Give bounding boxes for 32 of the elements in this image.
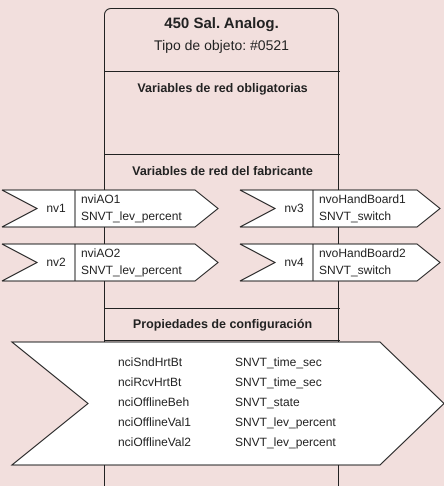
section-heading: Propiedades de configuración [132, 317, 314, 331]
variable-index: nv3 [283, 201, 305, 215]
variable-name: nvoHandBoard2 [319, 246, 406, 260]
configuration-property-block [12, 342, 444, 465]
property-type: SNVT_time_sec [235, 355, 322, 369]
variable-name: nviAO1 [81, 192, 120, 206]
variable-type: SNVT_switch [319, 263, 392, 277]
property-name: nciSndHrtBt [118, 355, 182, 369]
property-type: SNVT_state [235, 395, 300, 409]
variable-type: SNVT_switch [319, 209, 392, 223]
variable-type: SNVT_lev_percent [81, 209, 182, 223]
variable-name: nviAO2 [81, 246, 120, 260]
variable-index: nv4 [283, 255, 305, 269]
section-heading: Variables de red obligatorias [136, 81, 309, 95]
property-name: nciOfflineVal1 [118, 415, 191, 429]
network-variable-block [240, 190, 440, 227]
property-name: nciRcvHrtBt [118, 375, 182, 389]
property-name: nciOfflineVal2 [118, 435, 191, 449]
property-name: nciOfflineBeh [118, 395, 190, 409]
network-variable-block [240, 244, 440, 281]
section-heading: Variables de red del fabricante [131, 164, 314, 178]
variable-name: nvoHandBoard1 [319, 192, 406, 206]
property-type: SNVT_time_sec [235, 375, 322, 389]
network-variable-block [2, 190, 218, 227]
variable-index: nv2 [45, 255, 67, 269]
property-type: SNVT_lev_percent [235, 415, 336, 429]
variable-type: SNVT_lev_percent [81, 263, 182, 277]
variable-index: nv1 [45, 201, 67, 215]
property-type: SNVT_lev_percent [235, 435, 336, 449]
object-type-label: Tipo de objeto: #0521 [153, 37, 290, 53]
network-variable-block [2, 244, 218, 281]
block-title: 450 Sal. Analog. [163, 15, 280, 32]
